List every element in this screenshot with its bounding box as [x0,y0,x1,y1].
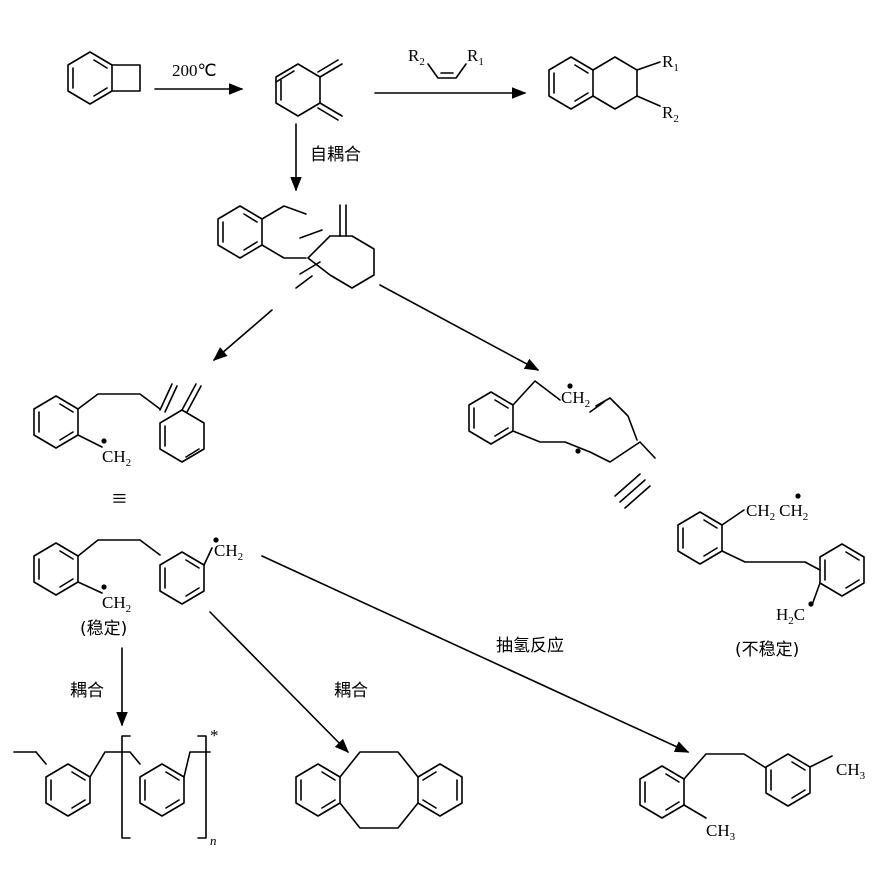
methyl-b-sub: 3 [860,770,866,782]
unstable-c: C [794,605,805,624]
equivalence-sign: ≡ [112,484,127,513]
o-quinodimethane [275,59,343,121]
unstable-ch2-a: CH [746,501,770,520]
unstable-ch2-b-sub: 2 [803,511,809,523]
methyl-a-sub: 3 [730,831,736,843]
equivalence-sign-right [614,473,651,509]
label-h-abstraction: 抽氢反应 [496,636,564,656]
stable-ch2-b: CH [214,541,238,560]
svg-text:H2C: H2C [776,605,805,627]
product-r1: R [662,52,674,71]
arrow-to-stable-diradical [212,309,273,361]
left-ch2-sub: 2 [126,457,132,469]
benzocyclobutene [67,51,141,105]
svg-text:CH3: CH3 [706,821,736,843]
alkene-reagent: R2 R1 [408,46,484,79]
condition-temperature: 200℃ [172,61,217,80]
label-self-coupling: 自耦合 [310,145,361,165]
diradical-quinoid: CH2 [33,383,205,469]
label-coupling-middle: 耦合 [334,681,368,701]
polymer-product: * n [13,726,219,848]
product-r1-sub: 1 [673,62,679,74]
alkene-r1: R [467,46,479,65]
svg-text:R1: R1 [662,52,679,74]
arrow-cyclization [209,611,350,754]
unstable-ch2-b: CH [779,501,803,520]
stable-ch2-a-sub: 2 [126,603,132,615]
arrow-to-unstable-diradical [379,284,540,371]
spiro-dimer [217,204,375,289]
svg-text:CH2: CH2 [102,593,131,615]
tetralin-product: R1 R2 [548,52,679,125]
stable-diradical: CH2 CH2 (稳定) [33,537,243,639]
stable-ch2-a: CH [102,593,126,612]
svg-text:CH3: CH3 [836,760,866,782]
arrow-h-abstraction [261,555,690,753]
alkene-r2: R [408,46,420,65]
stable-ch2-b-sub: 2 [238,551,244,563]
label-coupling-left: 耦合 [70,681,104,701]
product-r2-sub: 2 [673,113,679,125]
polymer-end-star: * [210,726,219,745]
alkene-r2-sub: 2 [419,56,425,68]
svg-text:CH2: CH2 [102,447,131,469]
unstable-ch2-a-sub: 2 [770,511,776,523]
label-stable: (稳定) [80,619,127,639]
label-unstable: (不稳定) [735,640,799,660]
methyl-b: CH [836,760,860,779]
methyl-a: CH [706,821,730,840]
svg-text:R1: R1 [467,46,484,68]
unstable-h: H [776,605,788,624]
alkene-r1-sub: 1 [478,56,484,68]
chain-ch2-sub: 2 [585,398,591,410]
diradical-chain: CH2 [468,380,656,463]
svg-text:CH2: CH2 [214,541,243,563]
dibenzocyclooctadiene [295,751,463,829]
chain-ch2: CH [561,388,585,407]
unstable-h-sub: 2 [788,615,794,627]
svg-text:R2: R2 [662,103,679,125]
svg-text:R2: R2 [408,46,425,68]
product-r2: R [662,103,674,122]
methylated-product: CH3 CH3 [639,753,866,843]
left-ch2: CH [102,447,126,466]
polymer-n: n [210,833,217,848]
svg-text:CH2: CH2 [561,388,590,410]
